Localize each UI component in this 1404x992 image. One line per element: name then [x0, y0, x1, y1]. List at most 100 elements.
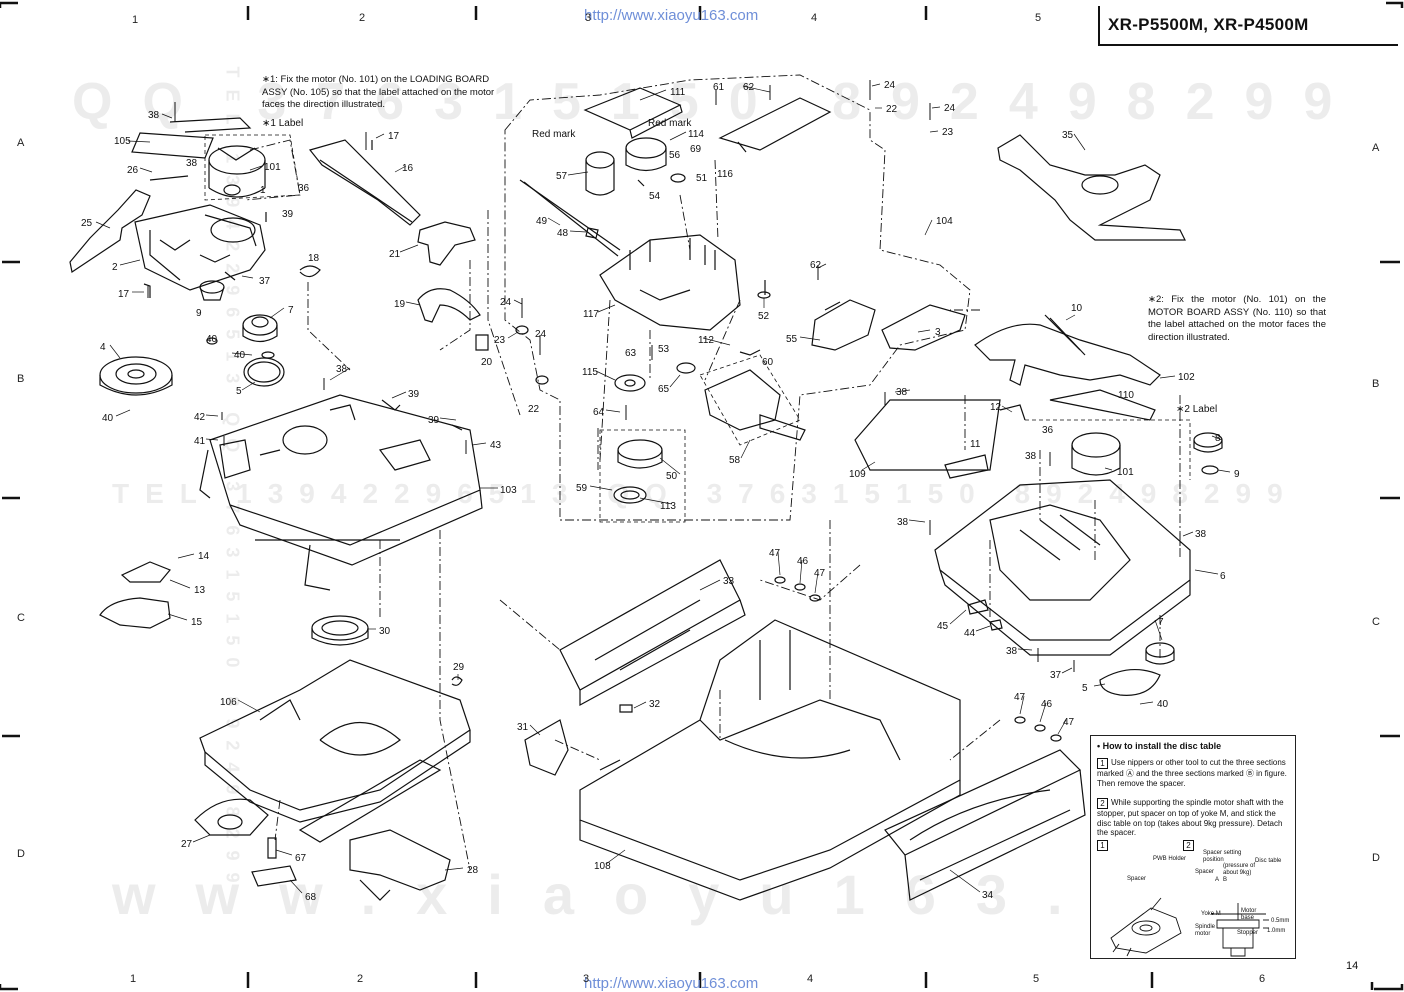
step-1-number: 1	[1097, 758, 1108, 769]
part-number-label: 30	[379, 626, 391, 637]
part-number-label: 47	[1063, 717, 1075, 728]
part-number-label: 46	[1041, 699, 1053, 710]
red-mark-label-1: Red mark	[532, 129, 576, 140]
part-number-label: 63	[625, 348, 637, 359]
part-number-label: 62	[743, 82, 755, 93]
part-number-label: 57	[556, 171, 568, 182]
part-number-label: 13	[194, 585, 206, 596]
part-number-label: 113	[660, 501, 676, 512]
part-number-label: 60	[762, 357, 774, 368]
part-number-label: 25	[81, 218, 93, 229]
part-number-label: 115	[582, 367, 598, 378]
part-number-label: 18	[308, 253, 320, 264]
step-2-number: 2	[1097, 798, 1108, 809]
grid-col-1-bottom: 1	[130, 973, 137, 985]
part-number-label: 17	[118, 289, 130, 300]
title-block: XR-P5500M, XR-P4500M	[1098, 6, 1398, 46]
part-number-label: 47	[814, 568, 826, 579]
part-number-label: 40	[234, 350, 246, 361]
part-number-label: 19	[394, 299, 406, 310]
part-number-label: 65	[658, 384, 670, 395]
fig-label-dim-1: 0.5mm	[1271, 918, 1290, 924]
part-number-label: 20	[481, 357, 493, 368]
fig-label-pwb-holder: PWB Holder	[1153, 856, 1187, 862]
watermark-qq-top: QQ 376315150 892498299	[72, 73, 1363, 131]
page-number: 14	[1346, 960, 1359, 972]
grid-col-6-bottom: 6	[1259, 973, 1266, 985]
grid-col-4-bottom: 4	[807, 973, 814, 985]
grid-col-3-top: 3	[585, 12, 592, 24]
part-number-label: 32	[649, 699, 661, 710]
url-bottom[interactable]: http://www.xiaoyu163.com	[584, 975, 759, 992]
grid-row-a-left: A	[17, 137, 25, 149]
fig-label-spindle-motor: Spindle motor	[1195, 924, 1216, 937]
part-number-label: 24	[944, 103, 956, 114]
note-motor-loading-board: ∗1: Fix the motor (No. 101) on the LOADI…	[262, 74, 495, 110]
part-number-label: 58	[729, 455, 741, 466]
part-number-label: 64	[593, 407, 605, 418]
part-number-label: 7	[288, 305, 294, 316]
grid-row-c-right: C	[1372, 616, 1380, 628]
grid-col-3-bottom: 3	[583, 973, 590, 985]
part-number-label: 48	[557, 228, 569, 239]
grid-col-2-bottom: 2	[357, 973, 364, 985]
note-motor-board-assy: ∗2: Fix the motor (No. 101) on the MOTOR…	[1148, 294, 1326, 343]
part-number-label: 38	[1195, 529, 1207, 540]
part-number-label: 39	[428, 415, 440, 426]
part-number-label: 68	[305, 892, 317, 903]
part-number-label: 116	[717, 169, 733, 180]
part-number-label: 3	[935, 327, 941, 338]
model-title: XR-P5500M, XR-P4500M	[1108, 15, 1309, 34]
part-number-label: 40	[206, 334, 218, 345]
fig-label-stopper: Stopper	[1237, 930, 1259, 936]
disc-tray-106	[194, 659, 471, 901]
part-number-label: 69	[690, 144, 702, 155]
fig-label-dim-2: 1.0mm	[1267, 928, 1286, 934]
part-number-label: 46	[797, 556, 809, 567]
part-number-label: 37	[1050, 670, 1062, 681]
part-number-label: 38	[896, 387, 908, 398]
grid-row-b-right: B	[1372, 378, 1380, 390]
part-number-label: 49	[536, 216, 548, 227]
part-number-label: 23	[494, 335, 506, 346]
part-number-label: 40	[1157, 699, 1169, 710]
part-number-label: 24	[500, 297, 512, 308]
part-number-label: 2	[112, 262, 118, 273]
url-top[interactable]: http://www.xiaoyu163.com	[584, 7, 759, 24]
part-number-label: 44	[964, 628, 976, 639]
part-number-label: 102	[1178, 372, 1195, 383]
part-number-label: 8	[1215, 433, 1221, 444]
part-number-label: 114	[688, 129, 704, 140]
part-number-label: 34	[982, 890, 994, 901]
fig-label-spacer-2: Spacer	[1195, 869, 1215, 875]
part-number-label: 11	[970, 439, 981, 450]
part-number-label: 9	[1234, 469, 1240, 480]
part-number-label: 43	[490, 440, 502, 451]
motor-board-right	[854, 134, 1223, 696]
part-number-label: 55	[786, 334, 798, 345]
part-number-label: 101	[1117, 467, 1134, 478]
part-number-label: 109	[849, 469, 866, 480]
part-number-label: 26	[127, 165, 139, 176]
part-number-label: 41	[194, 436, 206, 447]
part-number-label: 53	[658, 344, 670, 355]
part-number-label: 15	[191, 617, 203, 628]
grid-row-d-right: D	[1372, 852, 1380, 864]
part-number-label: 42	[194, 412, 206, 423]
part-number-label: 38	[336, 364, 348, 375]
part-number-label: 117	[583, 309, 599, 320]
grid-col-4-top: 4	[811, 12, 818, 24]
part-number-label: 101	[264, 162, 281, 173]
part-number-label: 33	[723, 576, 735, 587]
part-number-label: 47	[1014, 692, 1026, 703]
grid-row-c-left: C	[17, 612, 25, 624]
part-number-label: 111	[670, 87, 686, 98]
fig-label-b: B	[1223, 877, 1228, 883]
part-number-label: 110	[1118, 390, 1134, 401]
part-number-label: 40	[102, 413, 114, 424]
grid-col-5-bottom: 5	[1033, 973, 1040, 985]
fig-label-yoke: Yoke M	[1201, 911, 1221, 917]
part-number-label: 61	[713, 82, 725, 93]
fig-label-spacer-setting: Spacer setting position	[1203, 850, 1242, 863]
